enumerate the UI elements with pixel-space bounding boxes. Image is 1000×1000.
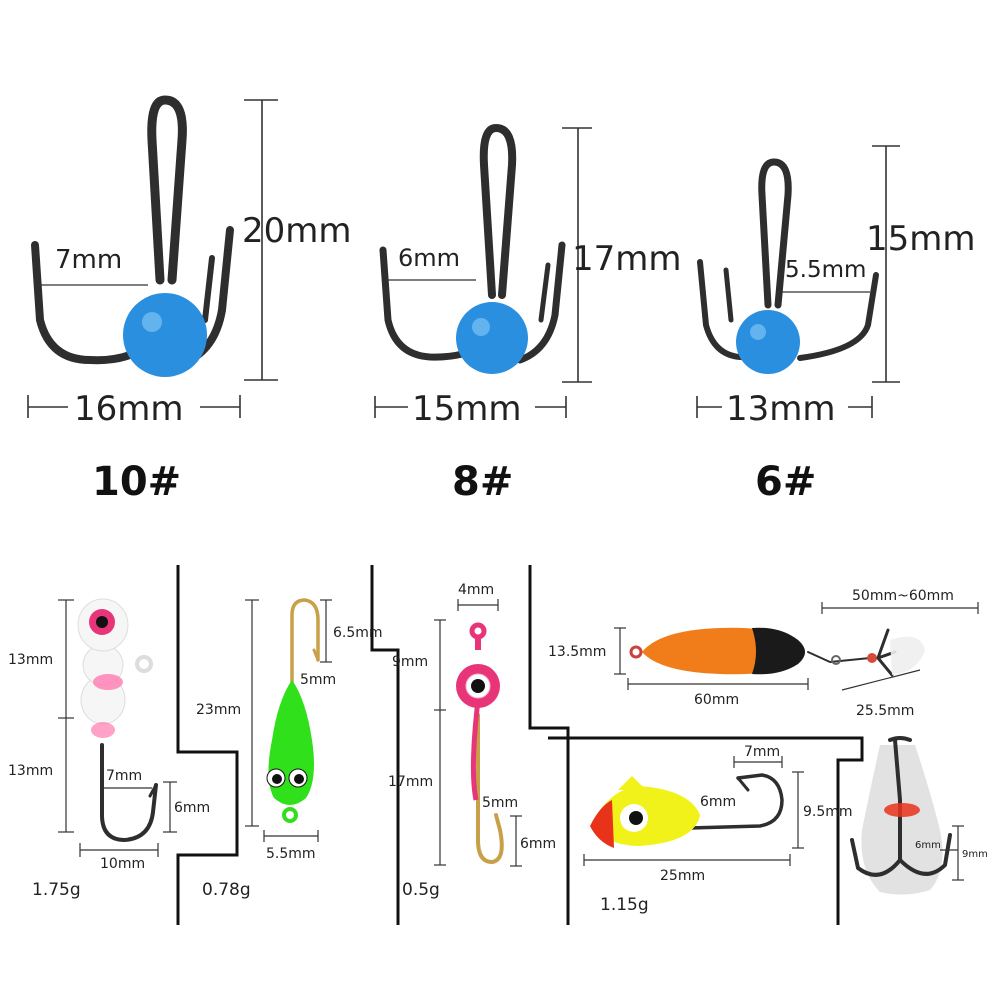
feather-treble-dimensions: 6mm 9mm <box>915 825 988 881</box>
jig-4-dimensions: 7mm 6mm 9.5mm 25mm <box>583 744 853 884</box>
jig-2-gap: 5mm <box>300 672 336 688</box>
dimension-gap-10: 7mm <box>38 245 148 286</box>
jig-4-gap: 7mm <box>744 744 780 760</box>
height-label-6: 15mm <box>866 219 976 259</box>
width-label-8: 15mm <box>412 389 522 429</box>
jig-3-weight: 0.5g <box>402 880 440 900</box>
jig-2-dimensions: 6.5mm 5mm 23mm 5.5mm <box>196 599 383 862</box>
bead-blue <box>736 310 800 374</box>
size-label-10: 10# <box>92 459 181 505</box>
jig-4-height: 9.5mm <box>803 804 853 820</box>
jig-1-shank-height: 13mm <box>8 763 53 779</box>
jig-1-point: 6mm <box>174 800 210 816</box>
dimension-width-6: 13mm <box>696 389 873 429</box>
jig-2-width: 5.5mm <box>266 846 316 862</box>
spoon-dimensions: 50mm~60mm 13.5mm 60mm 25.5mm <box>548 588 979 719</box>
jig-4-weight: 1.15g <box>600 895 649 915</box>
dimension-width-8: 15mm <box>374 389 567 429</box>
gap-label-8: 6mm <box>398 244 460 272</box>
spoon-lure <box>629 627 925 677</box>
gap-label-6: 5.5mm <box>785 257 866 283</box>
treble-hook-8 <box>379 124 566 374</box>
height-label-10: 20mm <box>242 211 352 251</box>
dimension-height-6: 15mm <box>866 145 976 383</box>
bead-blue <box>123 293 207 377</box>
jig-3-dimensions: 4mm 9mm 17mm 5mm 6mm <box>388 582 556 867</box>
spoon-height: 13.5mm <box>548 644 606 660</box>
size-label-8: 8# <box>452 459 513 505</box>
jig-1-dimensions: 13mm 13mm 7mm 6mm 10mm <box>8 599 210 872</box>
jig-4-length: 25mm <box>660 868 705 884</box>
dimension-gap-8: 6mm <box>385 244 476 281</box>
size-label-6: 6# <box>755 459 816 505</box>
jig-2-length: 23mm <box>196 702 241 718</box>
treble-hook-10 <box>31 95 234 377</box>
bead-blue <box>456 302 528 374</box>
dimension-gap-6: 5.5mm <box>782 257 870 293</box>
jig-3-pink-gold <box>456 622 504 864</box>
width-label-6: 13mm <box>726 389 836 429</box>
spoon-total-length: 50mm~60mm <box>852 588 954 604</box>
spoon-body-length: 60mm <box>694 692 739 708</box>
height-label-8: 17mm <box>572 239 682 279</box>
eye-icon <box>471 679 485 693</box>
feather-gap: 6mm <box>915 840 941 851</box>
feather-height: 9mm <box>962 849 988 860</box>
jig-3-eye: 4mm <box>458 582 494 598</box>
dimension-height-10: 20mm <box>242 99 352 381</box>
feather-treble-hook <box>850 736 952 895</box>
treble-hook-6 <box>697 158 879 374</box>
jig-2-green <box>266 598 320 823</box>
eye-icon <box>629 811 643 825</box>
section-dividers <box>176 565 864 925</box>
jig-3-shank: 17mm <box>388 774 433 790</box>
width-label-10: 16mm <box>74 389 184 429</box>
gap-label-10: 7mm <box>55 245 122 275</box>
jig-4-yellow-red <box>590 773 784 848</box>
jig-1-width: 10mm <box>100 856 145 872</box>
jig-1-gap: 7mm <box>106 768 142 784</box>
jig-2-hook-top: 6.5mm <box>333 625 383 641</box>
jig-2-weight: 0.78g <box>202 880 251 900</box>
dimension-height-8: 17mm <box>562 127 682 383</box>
jig-1-weight: 1.75g <box>32 880 81 900</box>
jig-1-head-height: 13mm <box>8 652 53 668</box>
jig-1-white-pink <box>77 598 158 842</box>
dimension-width-10: 16mm <box>27 389 241 429</box>
spoon-hook-length: 25.5mm <box>856 703 914 719</box>
jig-3-gap: 5mm <box>482 795 518 811</box>
jig-3-point: 6mm <box>520 836 556 852</box>
eye-icon <box>272 774 282 784</box>
jig-3-head: 9mm <box>392 654 428 670</box>
jig-4-point: 6mm <box>700 794 736 810</box>
